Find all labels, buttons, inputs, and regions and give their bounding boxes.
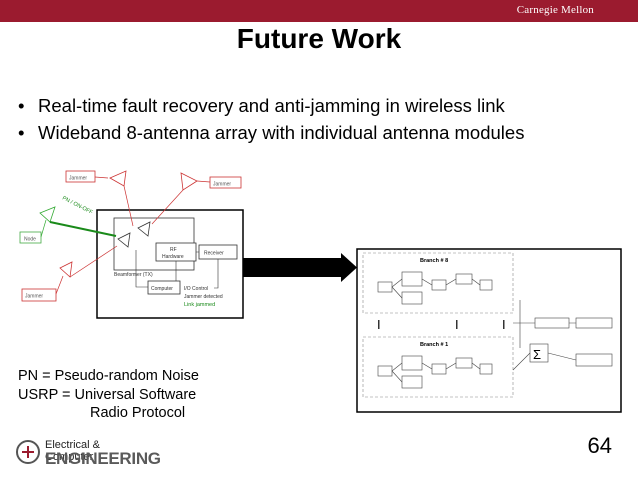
link-line (151, 189, 184, 225)
bullet-item: Wideband 8-antenna array with individual… (18, 119, 524, 146)
legend-line: USRP = Universal Software (18, 386, 197, 403)
hardware-label: Hardware (162, 254, 184, 260)
right-panel-frame (356, 248, 622, 413)
jammer-label: Jammer (213, 182, 231, 188)
jammer-antenna-icon (180, 172, 198, 191)
branch-ellipsis (378, 320, 505, 329)
ece-logo-icon (16, 440, 40, 464)
logo-line2: ENGINEERING (45, 449, 161, 468)
brand-wordmark: Carnegie Mellon (516, 4, 594, 16)
branch-bottom-blocks (377, 355, 493, 389)
branch-label: Branch # 1 (420, 342, 448, 348)
bullet-list: Real-time fault recovery and anti-jammin… (18, 92, 524, 146)
link-line (40, 219, 47, 238)
logo-line1: Electrical & Computer (45, 439, 101, 463)
jammer-antenna-icon (109, 170, 127, 187)
rf-label: RF (170, 247, 177, 253)
computer-box (147, 280, 181, 295)
jammer-label: Jammer (25, 294, 43, 300)
arrow-shaft (243, 258, 343, 277)
jammer-box (21, 288, 57, 302)
legend-line: Radio Protocol (90, 405, 186, 421)
branch-top-blocks (377, 271, 493, 305)
node-box (19, 231, 42, 244)
jammer-box (65, 170, 96, 183)
ece-logo: Electrical & Computer ENGINEERING (15, 438, 161, 468)
left-panel-frame (96, 209, 244, 319)
arrow-head-icon (341, 253, 357, 282)
link-line (69, 245, 118, 278)
computer-label: Computer (151, 286, 173, 292)
branch-box (362, 336, 514, 398)
receiver-label: Receiver (204, 251, 224, 257)
array-antenna-icon (117, 232, 131, 248)
acronym-legend: PN = Pseudo-random Noise USRP = Universa… (18, 367, 199, 423)
combiner-blocks (512, 300, 613, 371)
link-line (123, 185, 134, 227)
jammer-label: Jammer (69, 176, 87, 182)
bullet-item: Real-time fault recovery and anti-jammin… (18, 92, 524, 119)
sum-symbol: Σ (533, 347, 541, 362)
legend-line: PN = Pseudo-random Noise (18, 368, 199, 384)
page-number: 64 (587, 433, 612, 458)
link-line (55, 275, 64, 295)
node-antenna-icon (39, 206, 56, 223)
array-antenna-icon (137, 221, 151, 237)
branch-box (362, 252, 514, 314)
wireless-link (49, 221, 117, 237)
link-line (196, 180, 211, 183)
io-label: I/O Control (184, 286, 208, 292)
detected-label: Jammer detected (184, 294, 223, 300)
interference-label: PN / ON-OFF (61, 195, 94, 216)
slide-title: Future Work (236, 23, 402, 54)
header-bar: Carnegie Mellon (0, 0, 638, 22)
link-line (94, 176, 109, 179)
jammed-label: Link jammed (184, 302, 215, 308)
node-label: Node (24, 237, 36, 243)
jammer-box (209, 176, 242, 189)
branch-label: Branch # 8 (420, 258, 448, 264)
connector-line (135, 250, 219, 289)
beamformer-label: Beamformer (TX) (114, 272, 153, 278)
jammer-antenna-icon (59, 261, 73, 278)
